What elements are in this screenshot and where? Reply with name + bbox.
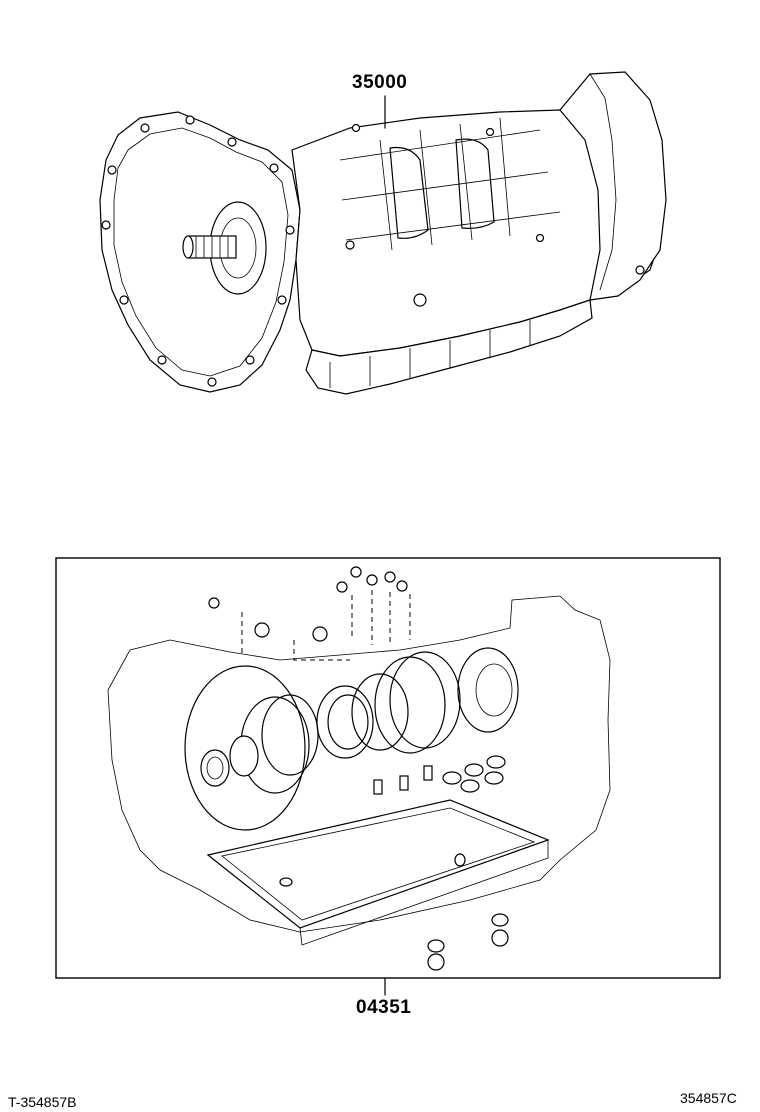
footer-right-code: 354857C [680,1090,737,1106]
seal-rings [184,647,519,831]
overhaul-kit-illustration[interactable] [107,566,611,971]
case-ribs [339,117,561,251]
overhaul-kit-frame [55,557,721,979]
footer-left-code: T-354857B [8,1094,77,1110]
plugs-and-seals [208,566,509,971]
transmission-assembly-illustration[interactable] [99,71,667,395]
transmission-silhouette [107,595,611,933]
extension-housing [559,71,667,301]
case-bolts [345,123,645,307]
transmission-oil-pan [305,299,593,395]
input-shaft [182,201,267,295]
bell-housing-bolts [101,115,295,387]
oil-pan-gasket [206,799,550,929]
part-number-35000[interactable]: 35000 [352,72,408,93]
part-number-04351[interactable]: 04351 [356,997,412,1018]
small-o-rings [279,755,506,887]
assembly-guide-lines [241,590,411,661]
